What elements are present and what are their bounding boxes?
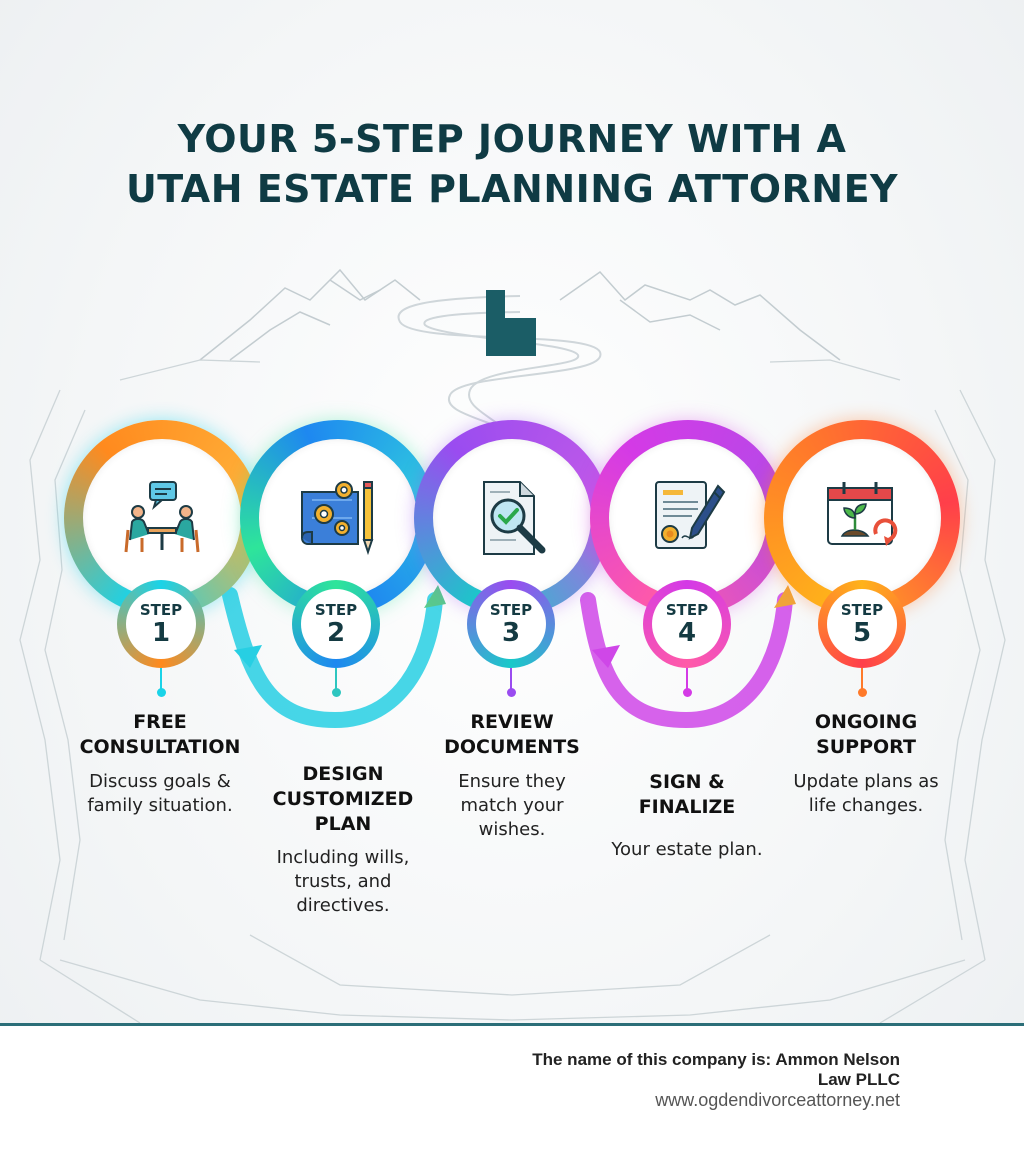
step-4-badge-word: STEP [665,601,709,619]
step-1-stem-dot [156,688,166,697]
document-magnifier-icon [483,481,546,555]
step-2-title: DESIGN CUSTOMIZED PLAN [272,763,414,835]
step-4-stem-dot [682,688,692,697]
company-name: The name of this company is: Ammon Nelso… [532,1050,900,1089]
step-2-number: 2 [326,618,346,648]
step-5-stem-dot [857,688,867,697]
signing-pen-icon [655,481,726,549]
step-1-title: FREE CONSULTATION [79,711,241,758]
step-2-description: Including wills, trusts, and directives. [276,847,410,916]
step-5-ring [764,420,960,616]
step-5-badge-word: STEP [840,601,884,619]
step-1-description: Discuss goals & family situation. [87,771,233,816]
step-3-title: REVIEW DOCUMENTS [444,711,580,758]
step-2-stem [335,668,337,692]
step-3-number: 3 [501,618,521,648]
step-3-stem-dot [506,688,516,697]
step-1-badge: STEP 1 [117,580,205,668]
blueprint-gears-icon [301,481,374,556]
step-3-badge-word: STEP [489,601,533,619]
step-5-number: 5 [852,618,872,648]
title-line-1: YOUR 5-STEP JOURNEY WITH A [177,117,847,161]
step-1-stem [160,668,162,692]
step-5-badge: STEP 5 [818,580,906,668]
step-4-badge: STEP 4 [643,580,731,668]
step-3-description: Ensure they match your wishes. [458,771,566,840]
step-5-title: ONGOING SUPPORT [814,711,918,758]
consultation-icon [124,481,200,553]
step-4-number: 4 [677,618,697,648]
step-3-stem [510,668,512,692]
calendar-plant-icon [827,482,898,546]
utah-state-icon [486,290,536,356]
step-4-ring [590,420,786,616]
step-5-stem [861,668,863,692]
step-3-badge: STEP 3 [467,580,555,668]
website-link[interactable]: www.ogdendivorceattorney.net [655,1090,900,1110]
step-2-ring [240,420,436,616]
title-line-2: UTAH ESTATE PLANNING ATTORNEY [125,167,899,211]
step-4-description: Your estate plan. [611,839,763,860]
step-4-stem [686,668,688,692]
footer-divider [0,1023,1024,1026]
step-4-title: SIGN & FINALIZE [638,771,736,818]
step-1-number: 1 [151,618,171,648]
step-2-stem-dot [331,688,341,697]
step-2-badge-word: STEP [314,601,358,619]
step-5-description: Update plans as life changes. [793,771,939,816]
step-2-badge: STEP 2 [292,580,380,668]
step-3-ring [414,420,610,616]
footer [0,1026,1024,1154]
step-1-badge-word: STEP [139,601,183,619]
